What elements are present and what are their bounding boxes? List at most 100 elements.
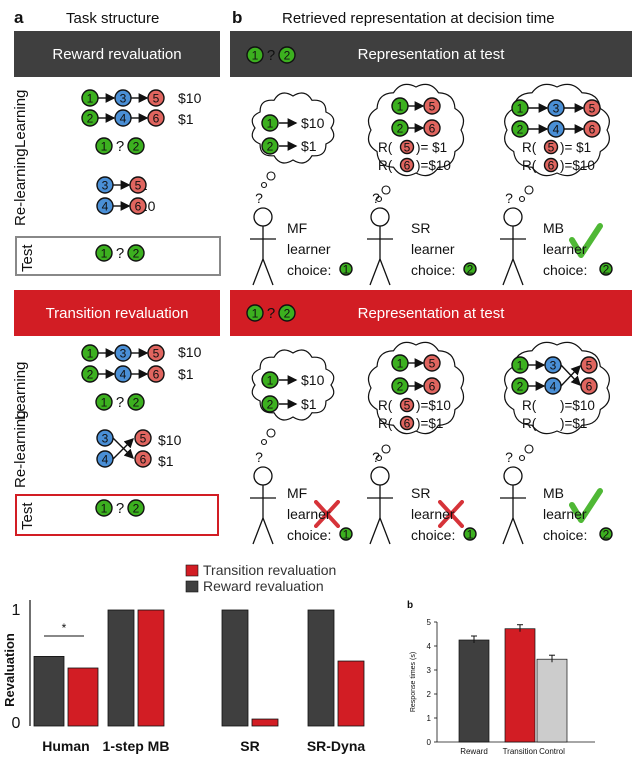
node-5: 5 (583, 99, 601, 117)
transition-learn-reward-2: $1 (178, 366, 194, 382)
sr-label-line1: SR (411, 220, 431, 236)
question-mark: ? (116, 394, 124, 411)
figure-head (503, 207, 523, 227)
bar-human-0 (33, 656, 65, 727)
node-label: 2 (397, 122, 404, 136)
node-label: 1 (343, 263, 350, 277)
node-circle (127, 393, 145, 411)
node-label: 5 (429, 100, 436, 114)
node-circle (95, 244, 113, 262)
node-1: 1 (246, 46, 264, 64)
node-1: 1 (246, 304, 264, 322)
bar-transition (504, 628, 536, 743)
node-label: 6 (153, 368, 160, 382)
reward-sr-r2-prefix: R( (378, 158, 393, 173)
node-label: 4 (120, 112, 127, 126)
cloud-tail-bubble (266, 428, 276, 438)
thought-bubble (251, 349, 335, 446)
cloud-tail-bubble (524, 444, 534, 454)
node-label: 6 (429, 380, 436, 394)
node-6: 6 (129, 197, 147, 215)
node-circle (246, 46, 264, 64)
cloud-tail-bubble (381, 444, 391, 454)
node-4: 4 (544, 377, 562, 395)
node-1: 1 (511, 356, 529, 374)
node-circle (147, 109, 165, 127)
cloud-tail-bubble (518, 454, 526, 462)
node-label: 1 (517, 102, 524, 116)
transition-sr-r2-value: )=$1 (416, 416, 444, 431)
node-1: 1 (95, 137, 113, 155)
transition-test-band-label: Representation at test (357, 304, 505, 322)
reward-test-box (15, 236, 221, 276)
node-circle (583, 99, 601, 117)
node-circle (580, 356, 598, 374)
node-1: 1 (391, 354, 409, 372)
reward-sr-r1-value: )= $1 (416, 140, 448, 155)
node-label: 3 (102, 179, 109, 193)
node-label: 3 (553, 102, 560, 116)
stick-figure: ? (500, 449, 526, 545)
reward-mb-r2-prefix: R( (522, 158, 537, 173)
node-label: 4 (102, 200, 109, 214)
node-1: 1 (339, 527, 353, 542)
node-label: 4 (120, 368, 127, 382)
cloud-tail-bubble (375, 454, 383, 462)
sr-label-line1: SR (411, 485, 431, 501)
node-label: 6 (586, 380, 593, 394)
cross-mark-icon (438, 500, 464, 528)
node-circle (261, 371, 279, 389)
sr-label-line2: learner (411, 241, 455, 257)
node-label: 5 (153, 347, 160, 361)
reward-mb-r1-value: )= $1 (560, 140, 592, 155)
node-label: 2 (284, 307, 291, 321)
y-tick-label: 0 (12, 715, 21, 732)
stick-figure: ? (250, 449, 276, 545)
node-4: 4 (547, 120, 565, 138)
node-circle (463, 262, 477, 276)
node-circle (95, 499, 113, 517)
transition-arrow (112, 438, 134, 460)
figure-leg (512, 517, 524, 545)
transition-relearn-reward-1: $10 (158, 432, 182, 448)
node-circle (129, 197, 147, 215)
node-5: 5 (580, 356, 598, 374)
reward-test-band: Representation at test (230, 31, 632, 77)
panel-label: b (407, 600, 413, 611)
node-circle (95, 393, 113, 411)
node-label: 5 (140, 432, 147, 446)
transition-arrow (112, 437, 134, 459)
node-label: 2 (133, 396, 140, 410)
node-2: 2 (511, 377, 529, 395)
node-5: 5 (147, 344, 165, 362)
node-label: 4 (102, 453, 109, 467)
transition-sr-r2-prefix: R( (378, 416, 393, 431)
node-label: 2 (133, 502, 140, 516)
node-circle (147, 365, 165, 383)
y-tick-label: 2 (427, 690, 432, 699)
legend-swatch (185, 580, 199, 593)
node-circle (463, 527, 477, 541)
bar-control (536, 658, 568, 743)
node-label: 5 (429, 357, 436, 371)
transition-sr-r1-prefix: R( (378, 398, 393, 413)
stick-figure: ? (250, 190, 276, 286)
node-5: 5 (423, 354, 441, 372)
check-mark-icon (569, 488, 603, 523)
node-circle (423, 119, 441, 137)
transition-test-band: Representation at test (230, 290, 632, 336)
node-6: 6 (580, 377, 598, 395)
figure-head (370, 466, 390, 486)
question-mark: ? (116, 138, 124, 155)
sr-label-line3: choice: (411, 262, 456, 278)
mf-label-line1: MF (287, 220, 308, 236)
y-axis-label: Response times (s) (410, 652, 417, 712)
node-4: 4 (114, 109, 132, 127)
transition-mb-learner-label: MB learner choice: (543, 483, 587, 546)
cloud-tail-bubble (381, 185, 391, 195)
node-circle (339, 527, 353, 541)
reward-sr-r2-value: )=$10 (416, 158, 451, 173)
panel-a-title: Task structure (66, 10, 160, 27)
node-circle (278, 46, 296, 64)
node-label: 5 (153, 92, 160, 106)
